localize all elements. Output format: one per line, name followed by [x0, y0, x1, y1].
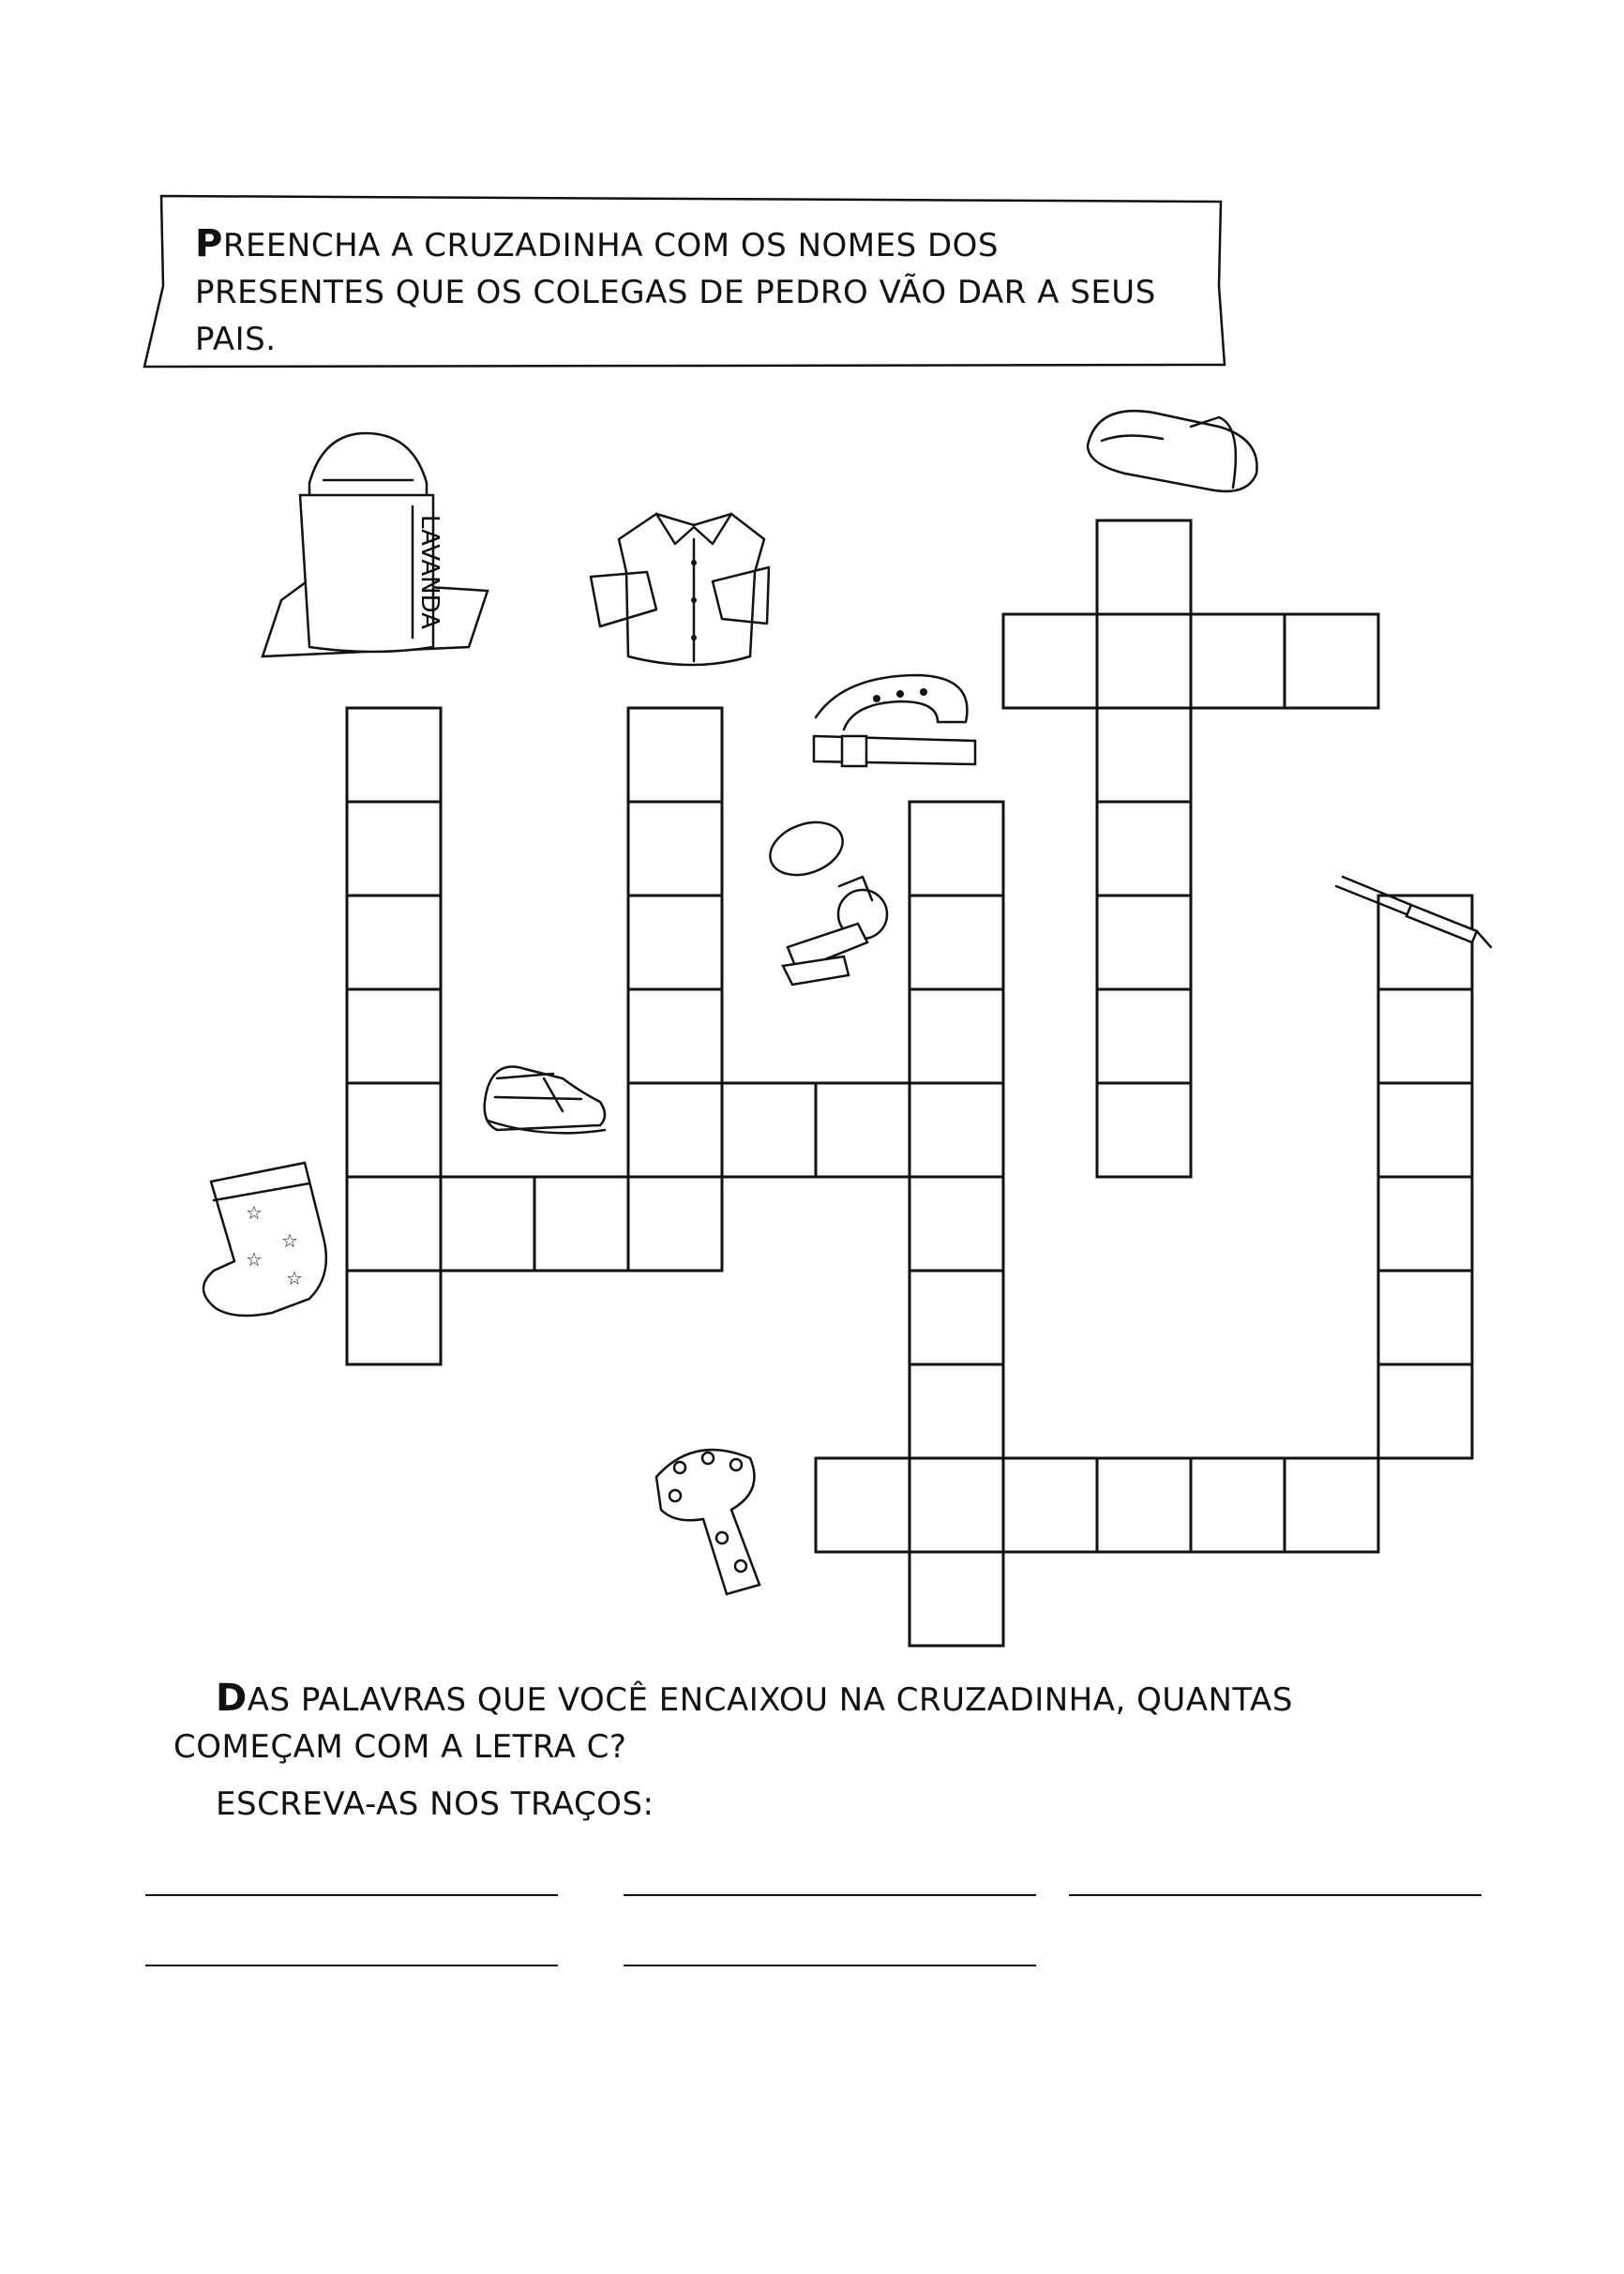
sneaker-icon: [483, 1065, 607, 1135]
crossword-cell[interactable]: [1095, 1456, 1193, 1554]
crossword-cell[interactable]: [1283, 1456, 1380, 1554]
crossword-cell[interactable]: [1189, 1456, 1286, 1554]
crossword-cell[interactable]: [1001, 1456, 1099, 1554]
answer-line-2[interactable]: [624, 1894, 1036, 1896]
instruction-banner: PREENCHA A CRUZADINHA COM OS NOMES DOS P…: [141, 192, 1228, 370]
crossword-cell[interactable]: [1095, 894, 1193, 991]
crossword-cell[interactable]: [345, 1175, 443, 1273]
sock-icon: ☆ ☆ ☆ ☆: [202, 1161, 328, 1318]
crossword-cell[interactable]: [1095, 800, 1193, 897]
crossword-cell[interactable]: [1376, 1269, 1474, 1366]
crossword-cell[interactable]: [908, 894, 1005, 991]
crossword-cell[interactable]: [1095, 706, 1193, 804]
slipper-icon: [1086, 409, 1258, 493]
question-text-a: AS PALAVRAS QUE VOCÊ ENCAIXOU NA CRUZADI…: [247, 1681, 1293, 1719]
crossword-cell[interactable]: [1376, 1363, 1474, 1460]
crossword-cell[interactable]: [1095, 1081, 1193, 1179]
crossword-cell[interactable]: [908, 987, 1005, 1085]
question-initial: D: [216, 1677, 248, 1720]
crossword-cell[interactable]: [345, 706, 443, 804]
crossword-cell[interactable]: [345, 894, 443, 991]
crossword-cell[interactable]: [345, 1081, 443, 1179]
crossword-cell[interactable]: [908, 1550, 1005, 1648]
crossword-area: LAVANDA: [202, 409, 1493, 1648]
pen-icon: [1334, 875, 1493, 949]
crossword-cell[interactable]: [1376, 1175, 1474, 1273]
instruction-text: PREENCHA A CRUZADINHA COM OS NOMES DOS P…: [195, 220, 1189, 363]
answer-line-4[interactable]: [145, 1965, 558, 1966]
crossword-cell[interactable]: [908, 1081, 1005, 1179]
crossword-cell[interactable]: [908, 1269, 1005, 1366]
crossword-cell[interactable]: [1095, 519, 1193, 616]
crossword-cell[interactable]: [439, 1175, 536, 1273]
banner-frame: [143, 194, 1226, 369]
crossword-cell[interactable]: [1283, 612, 1380, 710]
crossword-cell[interactable]: [626, 706, 724, 804]
crossword-cell[interactable]: [720, 1081, 818, 1179]
crossword-cell[interactable]: [1001, 612, 1099, 710]
crossword-cell[interactable]: [626, 1175, 724, 1273]
belt-icon: [812, 673, 977, 768]
question-line-1: DAS PALAVRAS QUE VOCÊ ENCAIXOU NA CRUZAD…: [216, 1674, 1293, 1724]
crossword-grid: [345, 519, 1474, 1648]
instruction-initial: P: [195, 222, 223, 265]
crossword-cell[interactable]: [1095, 612, 1193, 710]
crossword-cell[interactable]: [626, 800, 724, 897]
crossword-cell[interactable]: [814, 1456, 911, 1554]
crossword-cell[interactable]: [626, 1081, 724, 1179]
crossword-cell[interactable]: [1376, 987, 1474, 1085]
crossword-cell[interactable]: [345, 1269, 443, 1366]
crossword-cell[interactable]: [1095, 987, 1193, 1085]
instruction-body: REENCHA A CRUZADINHA COM OS NOMES DOS PR…: [195, 227, 1156, 358]
scarf-icon: [654, 1448, 761, 1596]
perfume-label: LAVANDA: [415, 515, 444, 629]
svg-text:☆: ☆: [246, 1248, 263, 1271]
answer-line-1[interactable]: [145, 1894, 558, 1896]
svg-text:☆: ☆: [286, 1267, 303, 1289]
crossword-cell[interactable]: [908, 800, 1005, 897]
crossword-cell[interactable]: [345, 800, 443, 897]
crossword-cell[interactable]: [533, 1175, 630, 1273]
crossword-cell[interactable]: [908, 1363, 1005, 1460]
svg-text:☆: ☆: [281, 1229, 298, 1252]
shirt-icon: [589, 512, 771, 667]
crossword-cell[interactable]: [908, 1456, 1005, 1554]
crossword-cell[interactable]: [345, 987, 443, 1085]
answer-line-5[interactable]: [624, 1965, 1036, 1966]
keychain-icon: [769, 821, 889, 986]
write-prompt: ESCREVA-AS NOS TRAÇOS:: [216, 1785, 654, 1823]
answer-line-3[interactable]: [1069, 1894, 1481, 1896]
crossword-cell[interactable]: [1189, 612, 1286, 710]
perfume-icon: LAVANDA: [261, 431, 489, 658]
crossword-cell[interactable]: [1376, 1081, 1474, 1179]
crossword-cell[interactable]: [626, 987, 724, 1085]
crossword-cell[interactable]: [626, 894, 724, 991]
question-line-2: COMEÇAM COM A LETRA C?: [173, 1728, 627, 1766]
crossword-cell[interactable]: [814, 1081, 911, 1179]
crossword-cell[interactable]: [908, 1175, 1005, 1273]
svg-text:☆: ☆: [246, 1201, 263, 1224]
